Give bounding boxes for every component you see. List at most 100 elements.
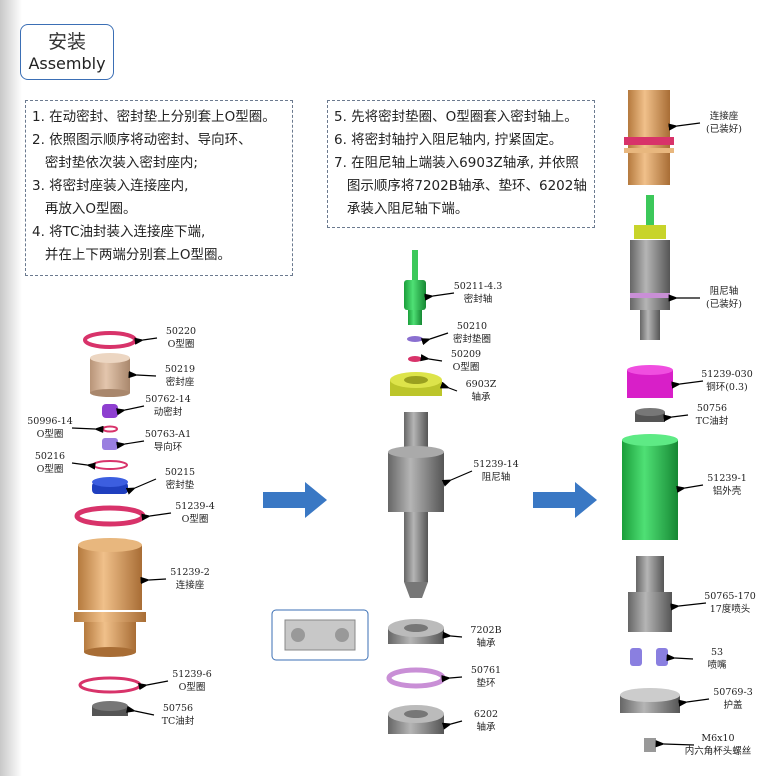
leader-arrow — [663, 414, 689, 422]
part-code: 51239-1 — [707, 473, 747, 484]
leader-arrow — [134, 337, 158, 345]
part-code: 50219 — [164, 364, 196, 375]
title-en: Assembly — [28, 54, 106, 73]
part-code: 51239-2 — [170, 567, 210, 578]
part-name: O型圈 — [178, 682, 206, 693]
part-name: 铜环(0.3) — [706, 382, 748, 393]
flow-arrow-1 — [263, 482, 327, 518]
seal-pad-50215 — [92, 477, 128, 494]
part-name: 轴承 — [471, 392, 491, 403]
aluminum-shell-51239-1 — [622, 434, 678, 540]
tc-oil-seal-right — [635, 408, 665, 422]
part-code: 50211-4.3 — [453, 281, 503, 292]
leader-arrow — [666, 653, 694, 662]
part-name: O型圈 — [36, 429, 64, 440]
leader-arrow — [655, 740, 695, 748]
part-code: 50209 — [450, 349, 482, 360]
part-name: TC油封 — [695, 416, 729, 427]
leader-arrow — [439, 381, 458, 392]
instruction-line: 4. 将TC油封装入连接座下端, — [32, 224, 206, 240]
part-name: (已装好) — [706, 124, 742, 135]
leader-arrow — [116, 405, 145, 416]
instruction-line: 3. 将密封座装入连接座内, — [32, 178, 189, 194]
part-name: TC油封 — [161, 716, 195, 727]
part-code: 50756 — [696, 403, 728, 414]
leader-arrow — [128, 370, 157, 379]
oring-50209 — [408, 356, 422, 362]
part-label: 阻尼轴(已装好) — [706, 285, 742, 311]
inset-detail — [271, 609, 369, 661]
page-edge-shadow — [0, 0, 22, 776]
part-code: 51239-6 — [172, 669, 212, 680]
instruction-line: 7. 在阻尼轴上端装入6903Z轴承, 并依照 — [334, 155, 579, 171]
nozzle-head-50765-170 — [628, 556, 672, 632]
part-name: 垫环 — [476, 678, 496, 689]
part-name: 轴承 — [476, 722, 496, 733]
part-label: 53 喷嘴 — [707, 646, 726, 672]
seal-seat-50219 — [90, 353, 130, 397]
part-name: 连接座 — [175, 580, 205, 591]
part-name: O型圈 — [36, 464, 64, 475]
instruction-line: 再放入O型圈。 — [32, 201, 137, 217]
leader-arrow — [126, 705, 155, 716]
part-label: 50761 垫环 — [471, 664, 501, 690]
part-code: 50762-14 — [145, 394, 191, 405]
spacer-ring-50761 — [386, 667, 446, 689]
part-name: 17度喷头 — [709, 604, 751, 615]
part-name: 喷嘴 — [707, 660, 727, 671]
leader-arrow — [671, 380, 704, 389]
damping-shaft-51239-14 — [388, 412, 444, 598]
oring-50216 — [92, 460, 128, 470]
bearing-7202B — [388, 619, 444, 644]
leader-arrow — [668, 122, 701, 131]
part-code: 50761 — [470, 665, 502, 676]
part-code: 50220 — [165, 326, 197, 337]
seal-shaft-50211 — [404, 250, 426, 325]
oring-50220 — [83, 331, 137, 349]
instruction-line: 并在上下两端分别套上O型圈。 — [32, 247, 231, 263]
instruction-line: 5. 先将密封垫圈、O型圈套入密封轴上。 — [334, 109, 578, 125]
oring-50996-14 — [102, 425, 118, 433]
part-name: 密封垫 — [165, 480, 195, 491]
leader-arrow — [420, 332, 449, 346]
part-name: 密封座 — [165, 377, 195, 388]
part-name: 护盖 — [723, 700, 743, 711]
part-name: O型圈 — [452, 362, 480, 373]
leader-arrow — [71, 425, 104, 433]
instruction-line: 承装入阻尼轴下端。 — [334, 201, 469, 217]
leader-arrow — [441, 720, 463, 730]
part-code: 50216 — [34, 451, 66, 462]
part-code: 50210 — [456, 321, 488, 332]
instruction-line: 2. 依照图示顺序将动密封、导向环、 — [32, 132, 252, 148]
part-code: 53 — [710, 647, 724, 658]
cover-50769-3 — [620, 688, 680, 713]
dynamic-seal-50762-14 — [102, 404, 118, 418]
leader-arrow — [420, 354, 443, 362]
part-code: M6x10 — [701, 733, 735, 744]
leader-arrow — [678, 698, 710, 707]
nozzle-53 — [630, 648, 668, 666]
part-code: 51239-14 — [473, 459, 519, 470]
connector-seat-assembled — [624, 90, 674, 185]
part-code: 7202B — [470, 625, 502, 636]
leader-arrow — [141, 512, 172, 521]
oring-51239-6 — [78, 676, 142, 694]
instruction-line: 6. 将密封轴拧入阻尼轴内, 拧紧固定。 — [334, 132, 563, 148]
